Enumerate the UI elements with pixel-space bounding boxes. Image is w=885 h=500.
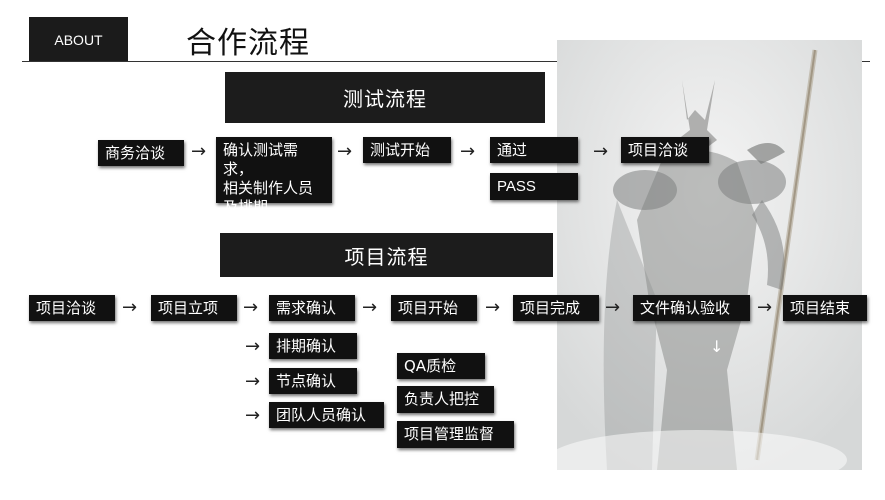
arrow-right-icon: →: [485, 297, 501, 318]
arrow-right-icon: →: [605, 297, 621, 318]
arrow-down-icon: ↓: [710, 337, 724, 356]
project-step-end: 项目结束: [783, 295, 867, 321]
project-step-start: 项目开始: [391, 295, 477, 321]
header-divider: [22, 61, 870, 62]
arrow-right-icon: →: [245, 336, 261, 357]
arrow-right-icon: →: [245, 371, 261, 392]
arrow-right-icon: →: [243, 297, 259, 318]
sub-step-team-confirm: 团队人员确认: [269, 402, 384, 428]
sub-step-project-supervision: 项目管理监督: [397, 421, 514, 448]
project-step-negotiation: 项目洽谈: [29, 295, 115, 321]
sub-step-milestone-confirm: 节点确认: [269, 368, 357, 394]
test-step-start: 测试开始: [363, 137, 451, 163]
project-step-complete: 项目完成: [513, 295, 599, 321]
background-warrior-image: [557, 40, 862, 470]
confirm-requirements-line: 确认测试需求，: [223, 141, 299, 178]
arrow-right-icon: →: [460, 141, 476, 162]
test-step-business-negotiation: 商务洽谈: [98, 140, 184, 166]
confirm-requirements-line: 及排期: [223, 198, 269, 216]
test-flow-banner: 测试流程: [225, 72, 545, 123]
test-step-project-negotiation: 项目洽谈: [621, 137, 709, 163]
about-tab[interactable]: ABOUT: [29, 17, 128, 62]
project-step-requirement-confirm: 需求确认: [269, 295, 355, 321]
project-step-document-acceptance: 文件确认验收: [633, 295, 750, 321]
project-flow-banner: 项目流程: [220, 233, 553, 277]
confirm-requirements-line: 相关制作人员: [223, 179, 314, 197]
page-title: 合作流程: [186, 26, 310, 61]
warrior-figure-illustration: [557, 40, 862, 470]
sub-step-owner-control: 负责人把控: [397, 386, 494, 413]
arrow-right-icon: →: [245, 405, 261, 426]
arrow-right-icon: →: [122, 297, 138, 318]
arrow-right-icon: →: [593, 141, 609, 162]
sub-step-qa-check: QA质检: [397, 353, 485, 379]
sub-step-schedule-confirm: 排期确认: [269, 333, 357, 359]
test-step-pass: 通过: [490, 137, 578, 163]
arrow-right-icon: →: [757, 297, 773, 318]
arrow-right-icon: →: [337, 141, 353, 162]
arrow-right-icon: →: [191, 141, 207, 162]
test-step-pass-en: PASS: [490, 173, 578, 200]
project-step-setup: 项目立项: [151, 295, 237, 321]
test-step-confirm-requirements: 确认测试需求， 相关制作人员 及排期: [216, 137, 332, 216]
arrow-right-icon: →: [362, 297, 378, 318]
